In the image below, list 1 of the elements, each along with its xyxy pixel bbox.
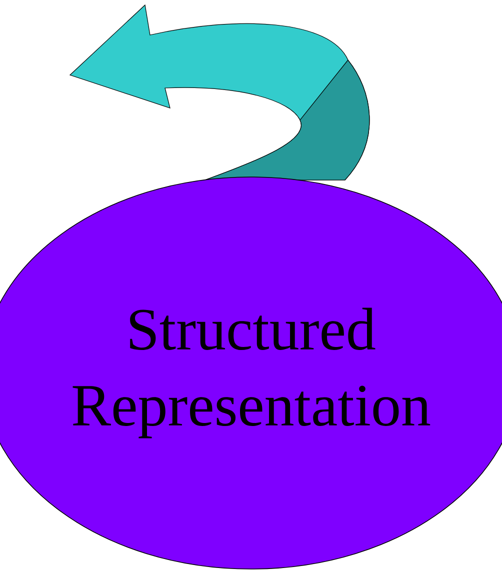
ellipse-node: Structured Representation — [0, 176, 502, 570]
